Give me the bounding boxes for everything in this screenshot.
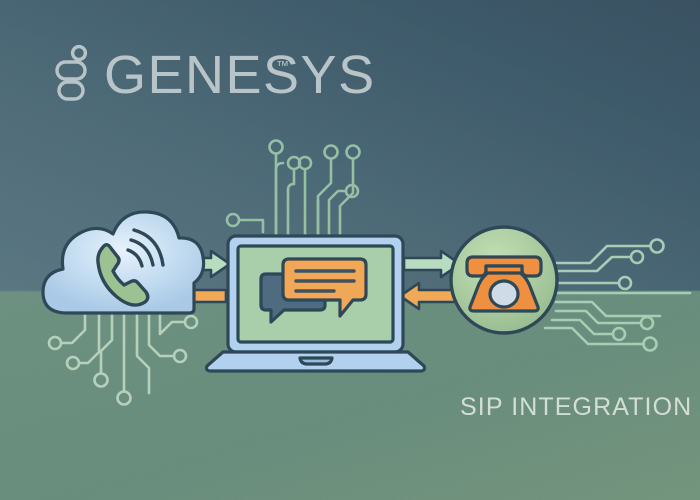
chat-bubbles-icon xyxy=(259,257,368,324)
circuit-top-center xyxy=(225,139,361,242)
genesys-logo-mark xyxy=(55,44,88,101)
rotary-telephone-icon xyxy=(465,255,543,313)
brand-wordmark: GENESYS xyxy=(104,45,376,105)
chat-bubble-text-lines xyxy=(294,269,356,293)
cloud-phone-handset-icon xyxy=(96,228,165,307)
circuit-right-of-phone xyxy=(543,238,692,352)
laptop-trackpad-notch xyxy=(298,356,334,366)
logo-mark-dot xyxy=(70,44,88,62)
caption-sip-integration: SIP INTEGRATION xyxy=(460,393,692,421)
logo-mark-pill-bottom xyxy=(57,80,85,101)
telephone-dial xyxy=(488,279,520,309)
brand-trademark: ™ xyxy=(276,58,289,73)
telephone-cradle-bar xyxy=(484,264,524,275)
logo-mark-pill-top xyxy=(55,60,87,81)
arrow-pstn-to-laptop xyxy=(398,281,458,311)
chat-bubble-orange xyxy=(281,257,368,318)
circuit-under-cloud xyxy=(47,306,199,406)
cloud-shape xyxy=(41,210,206,315)
